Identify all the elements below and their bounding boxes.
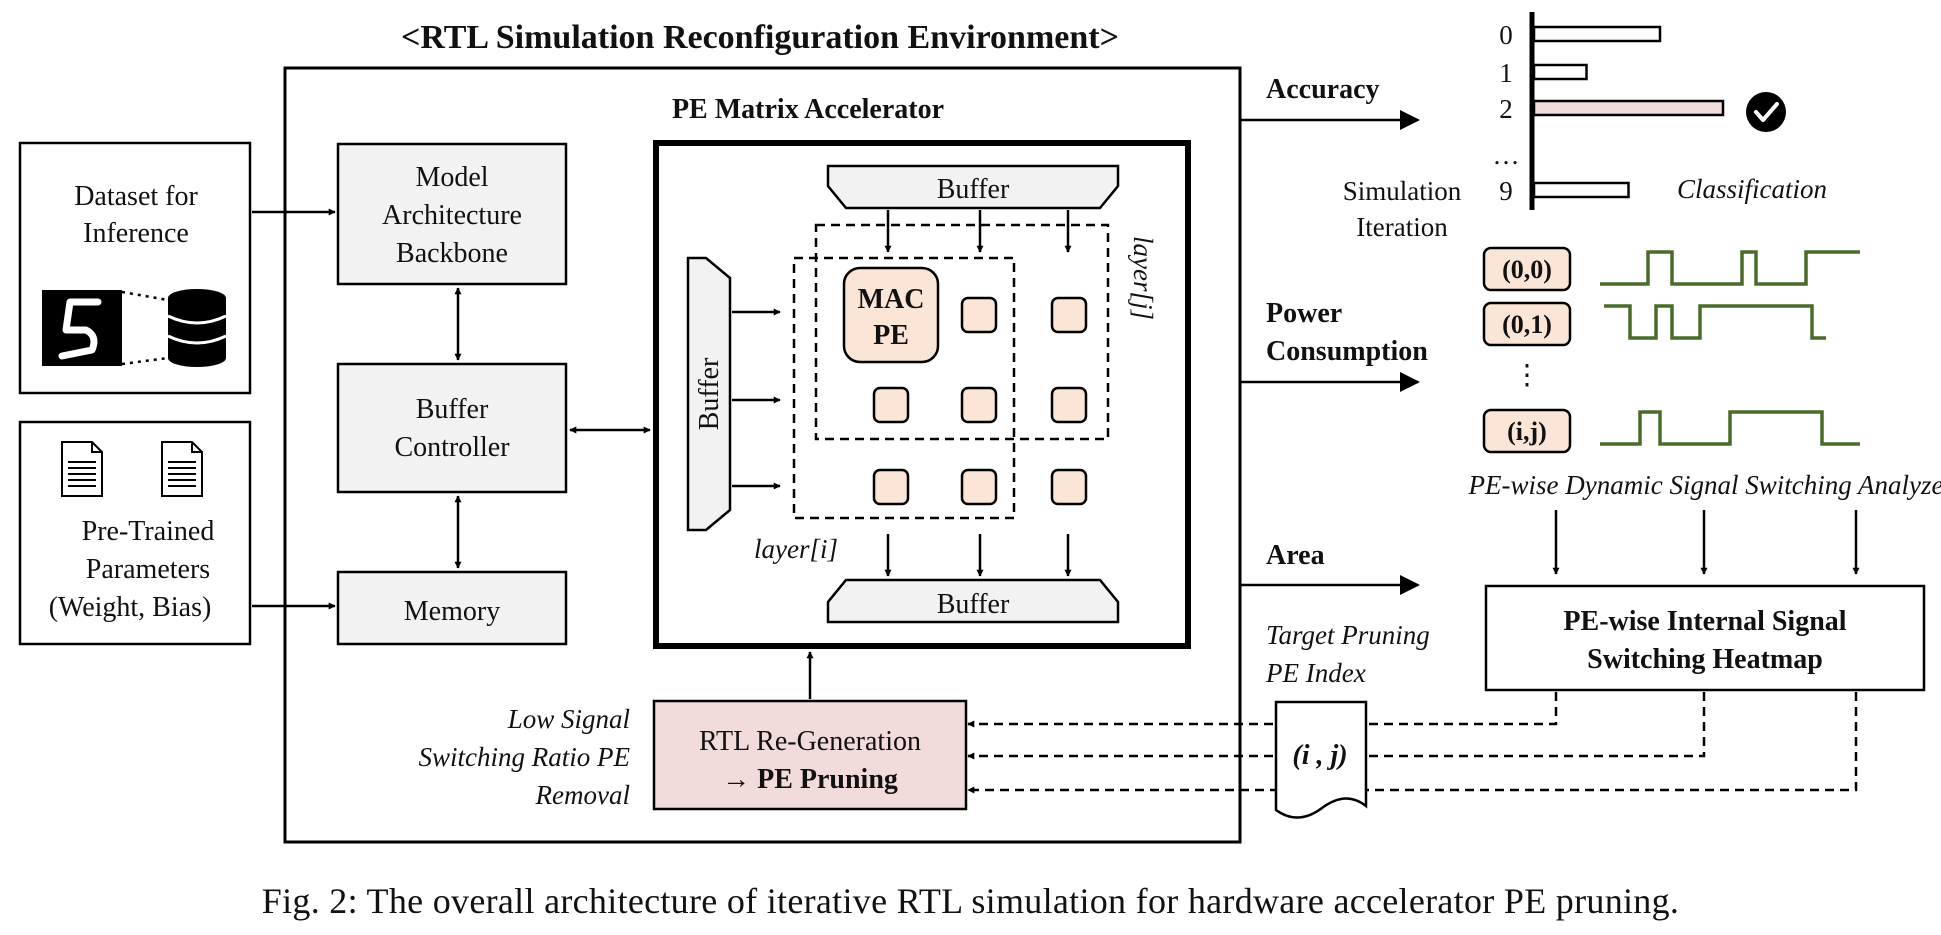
classification-label: Classification: [1677, 174, 1827, 204]
layer-i-region: [792, 256, 1016, 520]
pe-cell: [1050, 296, 1088, 334]
power-label-2: Consumption: [1266, 336, 1428, 367]
buffer-controller-label: Buffer: [416, 394, 489, 425]
pruning-index-document: (i , j): [1274, 700, 1368, 819]
class-label: 0: [1499, 20, 1513, 50]
removal-note: Low Signal: [507, 704, 630, 734]
pe-index-label: (i,j): [1507, 417, 1547, 446]
mac-label: MAC: [858, 284, 925, 315]
pruning-index-value: (i , j): [1292, 740, 1347, 771]
accuracy-label: Accuracy: [1266, 74, 1380, 105]
class-label: 2: [1499, 94, 1513, 124]
pe-index-label: (0,1): [1502, 310, 1552, 339]
check-icon: [1746, 92, 1786, 132]
model-label-2: Architecture: [382, 200, 522, 231]
area-label: Area: [1266, 540, 1325, 571]
arrow-right-icon: →: [722, 764, 750, 795]
signal-waveform: [1600, 250, 1860, 286]
buffer-controller-block: Buffer Controller: [336, 362, 568, 494]
regen-label-2: → PE Pruning: [722, 764, 898, 795]
layer-j-label: layer[j]: [1128, 236, 1158, 320]
class-bar: [1532, 181, 1630, 199]
feedback-arrows: [967, 692, 1858, 794]
pe-index-tag: [1482, 408, 1572, 454]
class-label: 1: [1499, 58, 1513, 88]
left-buffer: Buffer: [686, 256, 732, 532]
document-icon: [161, 441, 203, 497]
mac-pe: MAC PE: [842, 266, 940, 364]
pe-cell: [872, 468, 910, 506]
pe-index-tag: [1482, 301, 1572, 347]
left-buffer-label: Buffer: [694, 357, 725, 430]
removal-note-3: Removal: [535, 780, 630, 810]
classification-chart: 0 1 2 … 9: [1493, 12, 1725, 210]
document-icon: [61, 441, 103, 497]
signal-analyze-label: PE-wise Dynamic Signal Switching Analyze: [1468, 470, 1941, 500]
accelerator-frame: [653, 140, 1191, 649]
dataset-label: Dataset for: [74, 181, 198, 212]
vertical-ellipsis: ⋮: [1513, 360, 1541, 391]
model-label: Model: [415, 162, 488, 193]
digit-image-icon: [42, 290, 122, 366]
class-label: 9: [1499, 176, 1513, 206]
rtl-regeneration-block: RTL Re-Generation → PE Pruning: [652, 699, 968, 811]
parameters-label-3: (Weight, Bias): [49, 592, 212, 623]
signal-waveform: [1600, 410, 1860, 446]
memory-block: Memory: [336, 570, 568, 646]
pe-cell: [1050, 386, 1088, 424]
environment-title: <RTL Simulation Reconfiguration Environm…: [401, 19, 1119, 56]
dataset-label-2: Inference: [83, 218, 189, 249]
class-bar: [1532, 25, 1662, 43]
pe-signal-list: (0,0) (0,1) ⋮ (i,j): [1482, 246, 1860, 454]
parameters-label: Pre-Trained: [82, 516, 215, 547]
class-bar: [1532, 99, 1725, 117]
regen-label: RTL Re-Generation: [699, 726, 921, 757]
pe-cell: [960, 386, 998, 424]
power-label: Power: [1266, 298, 1342, 329]
parameters-label-2: Parameters: [86, 554, 210, 585]
pe-cell: [1050, 468, 1088, 506]
pe-index-tag: [1482, 246, 1572, 292]
pe-cell: [960, 296, 998, 334]
class-label: …: [1493, 140, 1520, 170]
heatmap-label-2: Switching Heatmap: [1587, 644, 1823, 675]
heatmap-label: PE-wise Internal Signal: [1563, 606, 1846, 637]
bottom-buffer-label: Buffer: [937, 589, 1010, 620]
heatmap-block: PE-wise Internal Signal Switching Heatma…: [1484, 584, 1926, 692]
model-backbone-block: Model Architecture Backbone: [336, 142, 568, 286]
class-bar: [1532, 63, 1588, 81]
parameters-box: Pre-Trained Parameters (Weight, Bias): [18, 420, 252, 646]
dataset-box: Dataset for Inference: [18, 141, 252, 395]
top-buffer: Buffer: [826, 164, 1120, 210]
simulation-label-2: Iteration: [1356, 212, 1448, 242]
pe-index-label: (0,0): [1502, 255, 1552, 284]
figure-caption: Fig. 2: The overall architecture of iter…: [261, 881, 1680, 921]
buffer-controller-label-2: Controller: [394, 432, 510, 463]
database-icon: [167, 289, 227, 367]
environment-frame: [283, 66, 1242, 844]
layer-i-label: layer[i]: [754, 534, 838, 564]
top-buffer-label: Buffer: [937, 174, 1010, 205]
pe-cell: [960, 468, 998, 506]
memory-label: Memory: [404, 596, 500, 627]
pe-pruning-label: PE Pruning: [757, 764, 898, 795]
layer-j-region: [814, 223, 1110, 441]
pe-cell: [872, 386, 910, 424]
model-label-3: Backbone: [396, 238, 508, 269]
removal-note-2: Switching Ratio PE: [419, 742, 631, 772]
pruning-index-label-2: PE Index: [1265, 658, 1366, 688]
accelerator-title: PE Matrix Accelerator: [672, 94, 944, 125]
pruning-index-label: Target Pruning: [1266, 620, 1430, 650]
mac-label-2: PE: [873, 320, 909, 351]
signal-waveform: [1604, 304, 1826, 340]
simulation-label: Simulation: [1343, 176, 1462, 206]
dataflow-arrows: [732, 210, 1072, 577]
bottom-buffer: Buffer: [826, 578, 1120, 624]
